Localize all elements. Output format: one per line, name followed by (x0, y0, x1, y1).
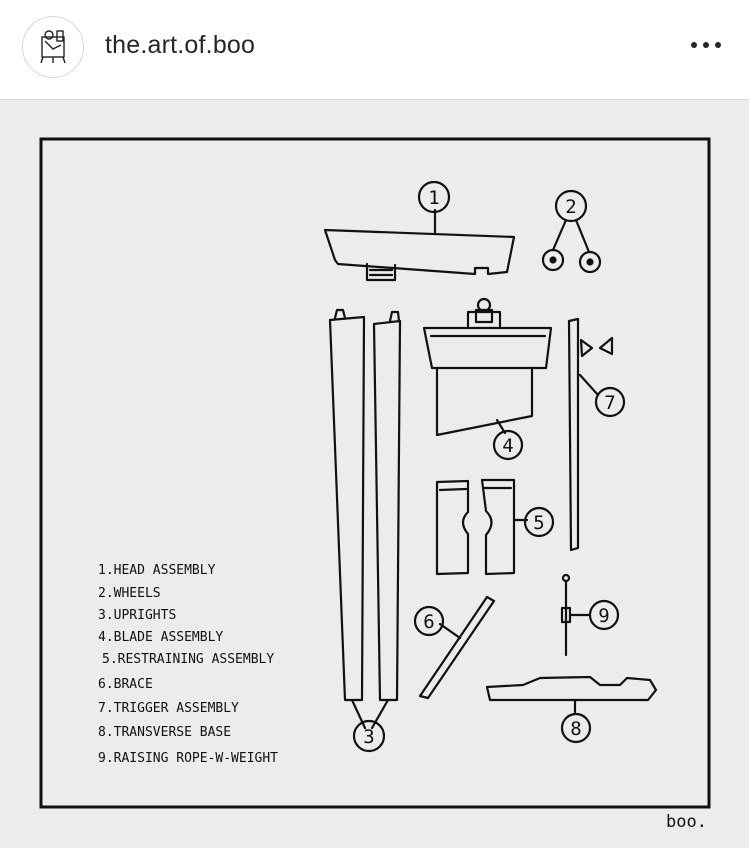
post-header: the.art.of.boo (0, 0, 749, 100)
legend-item-9: 9.RAISING ROPE-W-WEIGHT (98, 751, 278, 766)
cartoon-avatar-icon (40, 30, 66, 64)
legend-item-8: 8.TRANSVERSE BASE (98, 725, 231, 740)
callout-label-1: 1 (428, 187, 439, 209)
more-options-button[interactable] (686, 32, 726, 58)
artist-signature: boo. (666, 812, 707, 832)
blade-assembly-part (422, 297, 553, 437)
head-assembly-part (323, 208, 516, 282)
callout-label-7: 7 (604, 392, 615, 414)
post-image: 1 2 3 4 5 6 7 8 9 1.HEAD ASSEMBLY 2.WHEE… (0, 100, 749, 848)
wheels-part (541, 218, 602, 274)
callout-label-2: 2 (565, 196, 576, 218)
legend-item-4: 4.BLADE ASSEMBLY (98, 630, 223, 645)
trigger-assembly-part (567, 317, 614, 552)
diagram-frame (39, 137, 711, 809)
callout-label-6: 6 (423, 611, 434, 633)
callout-label-8: 8 (570, 718, 581, 740)
parts-legend: 1.HEAD ASSEMBLY 2.WHEELS 3.UPRIGHTS 4.BL… (98, 563, 278, 766)
callout-label-4: 4 (502, 435, 513, 457)
profile-avatar[interactable] (22, 16, 84, 78)
more-options-icon (691, 42, 721, 48)
restraining-assembly-part (435, 478, 529, 576)
uprights-part (328, 308, 402, 730)
callout-label-5: 5 (533, 512, 544, 534)
legend-item-1: 1.HEAD ASSEMBLY (98, 563, 216, 578)
account-username[interactable]: the.art.of.boo (105, 31, 256, 59)
raising-rope-part (560, 573, 592, 657)
legend-item-5: 5.RESTRAINING ASSEMBLY (102, 652, 274, 667)
brace-part (418, 595, 496, 700)
legend-item-3: 3.UPRIGHTS (98, 608, 176, 623)
legend-item-2: 2.WHEELS (98, 586, 161, 601)
callout-label-9: 9 (598, 605, 609, 627)
transverse-base-part (485, 675, 658, 714)
legend-item-6: 6.BRACE (98, 677, 153, 692)
callout-label-3: 3 (363, 726, 374, 748)
guillotine-parts-diagram: 1 2 3 4 5 6 7 8 9 1.HEAD ASSEMBLY 2.WHEE… (39, 137, 711, 832)
legend-item-7: 7.TRIGGER ASSEMBLY (98, 701, 239, 716)
